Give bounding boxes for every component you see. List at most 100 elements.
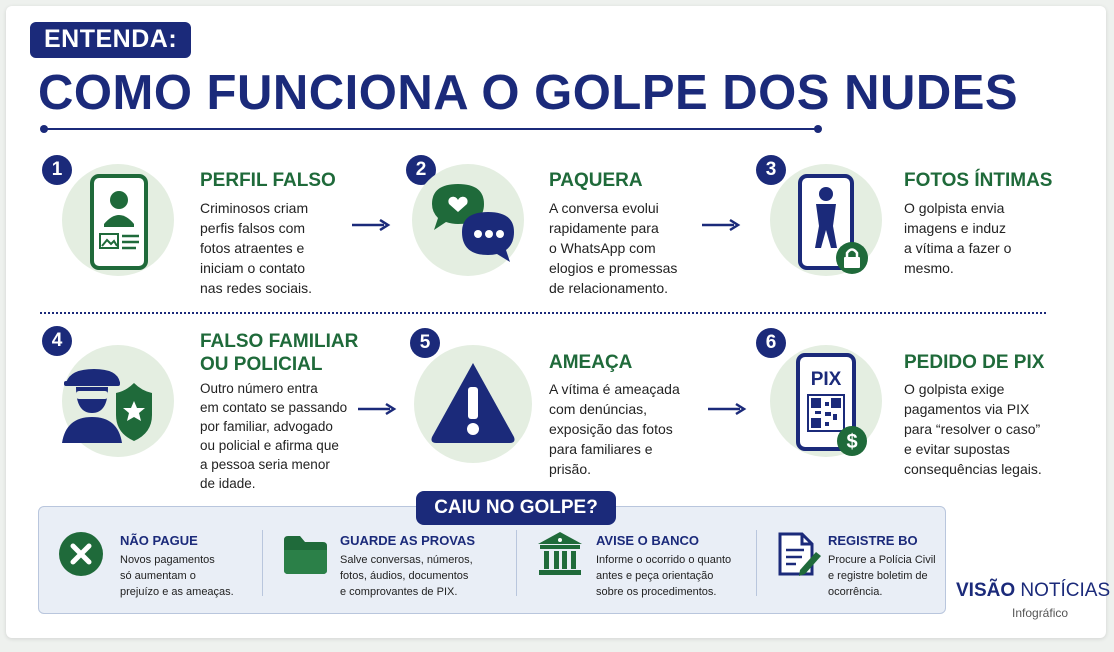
tip-3-line: sobre os procedimentos.: [596, 586, 717, 598]
chat-bubbles-icon: [432, 184, 514, 262]
step-6-line: O golpista exige: [904, 381, 1005, 397]
step-6-line: e evitar supostas: [904, 441, 1010, 457]
step-3-icon: [770, 164, 882, 276]
step-6-number: 6: [756, 328, 786, 358]
step-5-line: para familiares e: [549, 441, 653, 457]
tip-separator: [516, 530, 517, 596]
svg-text:$: $: [846, 431, 857, 453]
step-4-line: ou policial e afirma que: [200, 438, 339, 453]
brand-bold: VISÃO: [956, 580, 1016, 601]
arrow-right-icon: [352, 218, 391, 232]
tip-2-line: e comprovantes de PIX.: [340, 586, 458, 598]
folder-icon: [284, 536, 327, 574]
step-4-line: em contato se passando: [200, 400, 348, 415]
page-title: COMO FUNCIONA O GOLPE DOS NUDES: [38, 66, 1019, 120]
document-pen-icon: [778, 532, 821, 576]
step-2-line: o WhatsApp com: [549, 240, 656, 256]
step-3-line: mesmo.: [904, 260, 954, 276]
step-6-icon: PIX $: [770, 345, 882, 457]
step-6-title: PEDIDO DE PIX: [904, 352, 1045, 373]
step-4-line: por familiar, advogado: [200, 419, 333, 434]
kicker-label: ENTENDA:: [30, 22, 192, 58]
step-1-line: Criminosos criam: [200, 200, 309, 216]
arrow-right-icon: [358, 402, 397, 416]
panel-title: CAIU NO GOLPE?: [416, 491, 616, 525]
tip-2-title: GUARDE AS PROVAS: [340, 533, 476, 548]
warning-triangle-icon: [431, 363, 515, 443]
brand-logo: VISÃO NOTÍCIAS: [956, 580, 1110, 602]
step-5-title: AMEAÇA: [549, 352, 633, 373]
step-3-line: imagens e induz: [904, 220, 1006, 236]
step-2-title: PAQUERA: [549, 170, 643, 191]
tip-3-title: AVISE O BANCO: [596, 533, 700, 548]
step-2-line: rapidamente para: [549, 220, 659, 236]
tip-3-line: Informe o ocorrido o quanto: [596, 554, 732, 566]
step-5-line: exposição das fotos: [549, 421, 673, 437]
locked-photo-phone-icon: [798, 174, 868, 274]
tip-4-text: Procure a Polícia Civil e registre bolet…: [828, 552, 936, 600]
pix-label: PIX: [811, 369, 842, 390]
tip-4-title: REGISTRE BO: [828, 533, 918, 548]
step-5-line: prisão.: [549, 461, 592, 477]
tip-1-line: Novos pagamentos: [120, 554, 215, 566]
step-3-text: O golpista envia imagens e induz a vítim…: [904, 198, 1011, 278]
step-2-line: de relacionamento.: [549, 280, 669, 296]
step-1-number: 1: [42, 155, 72, 185]
step-4-title-line: OU POLICIAL: [200, 354, 323, 375]
tip-separator: [756, 530, 757, 596]
step-2-line: A conversa evolui: [549, 200, 659, 216]
step-3-line: a vítima a fazer o: [904, 240, 1012, 256]
step-5-icon: [414, 345, 532, 463]
step-1-line: perfis falsos com: [200, 220, 306, 236]
tip-4-line: e registre boletim de: [828, 570, 928, 582]
tip-1-text: Novos pagamentos só aumentam o prejuízo …: [120, 552, 234, 600]
step-6-line: pagamentos via PIX: [904, 401, 1030, 417]
brand-light: NOTÍCIAS: [1020, 580, 1111, 601]
step-1-line: nas redes sociais.: [200, 280, 313, 296]
tip-3-line: antes e peça orientação: [596, 570, 714, 582]
tip-2-line: Salve conversas, números,: [340, 554, 473, 566]
step-5-number: 5: [410, 328, 440, 358]
tip-2-line: fotos, áudios, documentos: [340, 570, 469, 582]
fake-profile-phone-icon: [90, 174, 148, 270]
pix-phone-icon: PIX $: [796, 353, 867, 456]
title-divider: [40, 125, 822, 133]
tip-separator: [262, 530, 263, 596]
step-4-line: Outro número entra: [200, 381, 318, 396]
step-6-text: O golpista exige pagamentos via PIX para…: [904, 379, 1042, 479]
step-4-number: 4: [42, 326, 72, 356]
tip-1-line: prejuízo e as ameaças.: [120, 586, 234, 598]
x-circle-icon: [59, 532, 103, 576]
step-1-line: iniciam o contato: [200, 260, 306, 276]
tip-4-line: Procure a Polícia Civil: [828, 554, 936, 566]
step-3-title: FOTOS ÍNTIMAS: [904, 170, 1053, 191]
step-4-line: de idade.: [200, 476, 256, 491]
step-4-text: Outro número entra em contato se passand…: [200, 379, 347, 493]
step-2-line: elogios e promessas: [549, 260, 678, 276]
step-2-icon: [412, 164, 524, 276]
bank-icon: [538, 532, 582, 575]
step-4-line: a pessoa seria menor: [200, 457, 330, 472]
section-divider: [40, 312, 1046, 314]
tip-1-title: NÃO PAGUE: [120, 533, 198, 548]
tip-2-text: Salve conversas, números, fotos, áudios,…: [340, 552, 473, 600]
step-5-text: A vítima é ameaçada com denúncias, expos…: [549, 379, 680, 479]
tip-1-line: só aumentam o: [120, 570, 196, 582]
step-6-line: para “resolver o caso”: [904, 421, 1041, 437]
step-4-title-line: FALSO FAMILIAR: [200, 331, 359, 352]
brand-subtitle: Infográfico: [1012, 606, 1069, 620]
tip-4-line: ocorrência.: [828, 586, 883, 598]
arrow-right-icon: [702, 218, 741, 232]
step-1-text: Criminosos criam perfis falsos com fotos…: [200, 198, 312, 298]
step-2-text: A conversa evolui rapidamente para o Wha…: [549, 198, 677, 298]
step-5-line: A vítima é ameaçada: [549, 381, 680, 397]
step-4-title: FALSO FAMILIAR OU POLICIAL: [200, 330, 358, 376]
step-5-line: com denúncias,: [549, 401, 648, 417]
step-6-line: consequências legais.: [904, 461, 1042, 477]
step-3-line: O golpista envia: [904, 200, 1005, 216]
step-1-title: PERFIL FALSO: [200, 170, 336, 191]
step-3-number: 3: [756, 155, 786, 185]
step-4-icon: [62, 345, 174, 457]
tip-3-text: Informe o ocorrido o quanto antes e peça…: [596, 552, 731, 600]
masked-person-badge-icon: [62, 369, 152, 443]
